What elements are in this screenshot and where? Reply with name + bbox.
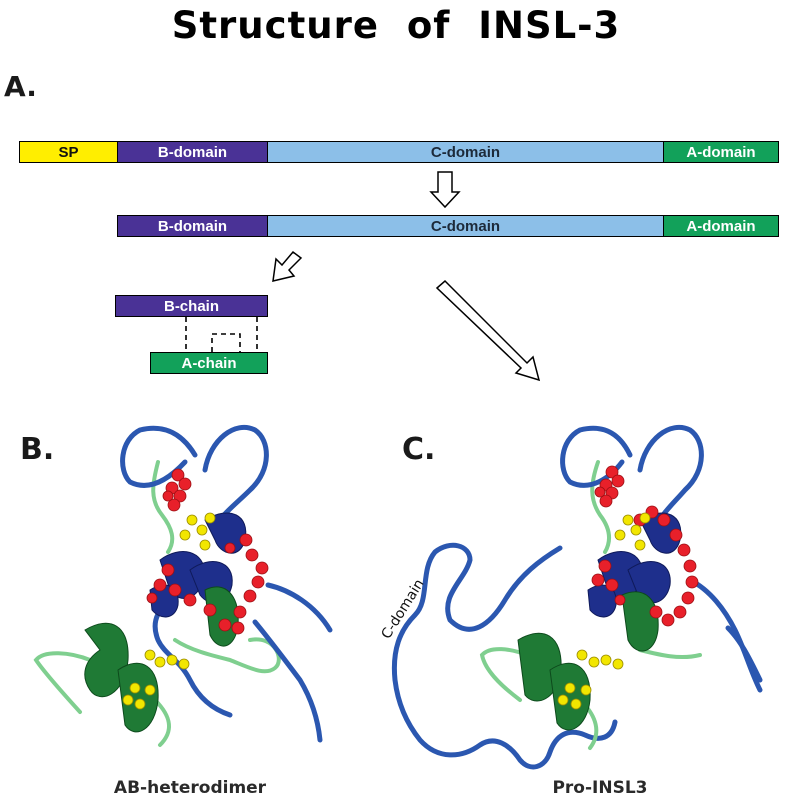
row1-a-domain: A-domain: [663, 141, 779, 163]
disulfide-bonds-c: [557, 512, 651, 710]
a-chain-helix-c: [517, 591, 659, 731]
processing-arrow-down-right: [435, 279, 541, 382]
red-residues-c: [591, 465, 699, 627]
disulfide-bonds-b: [122, 512, 216, 710]
processing-arrow-down-left: [272, 250, 303, 282]
caption-ab-heterodimer: AB-heterodimer: [113, 778, 267, 798]
panel-label-b: B.: [20, 432, 55, 467]
processing-arrow-down: [429, 171, 461, 209]
red-residues-b: [146, 468, 269, 635]
row2-c-domain: C-domain: [267, 215, 664, 237]
panel-label-a: A.: [4, 70, 37, 103]
row2-b-domain: B-domain: [117, 215, 268, 237]
c-domain-loop: [391, 542, 618, 770]
a-chain-helix: [84, 586, 239, 733]
a-chain-bar: A-chain: [150, 352, 268, 374]
panel-label-c: C.: [402, 432, 436, 467]
row1-c-domain: C-domain: [267, 141, 664, 163]
row2-a-domain: A-domain: [663, 215, 779, 237]
b-chain-bar: B-chain: [115, 295, 268, 317]
row1-signal-peptide: SP: [19, 141, 118, 163]
b-chain-coil-c: [560, 424, 763, 693]
figure-title: Structure of INSL-3: [171, 4, 621, 47]
row1-b-domain: B-domain: [117, 141, 268, 163]
caption-pro-insl3: Pro-INSL3: [552, 778, 648, 798]
disulfide-bonds-schematic: [185, 317, 258, 352]
